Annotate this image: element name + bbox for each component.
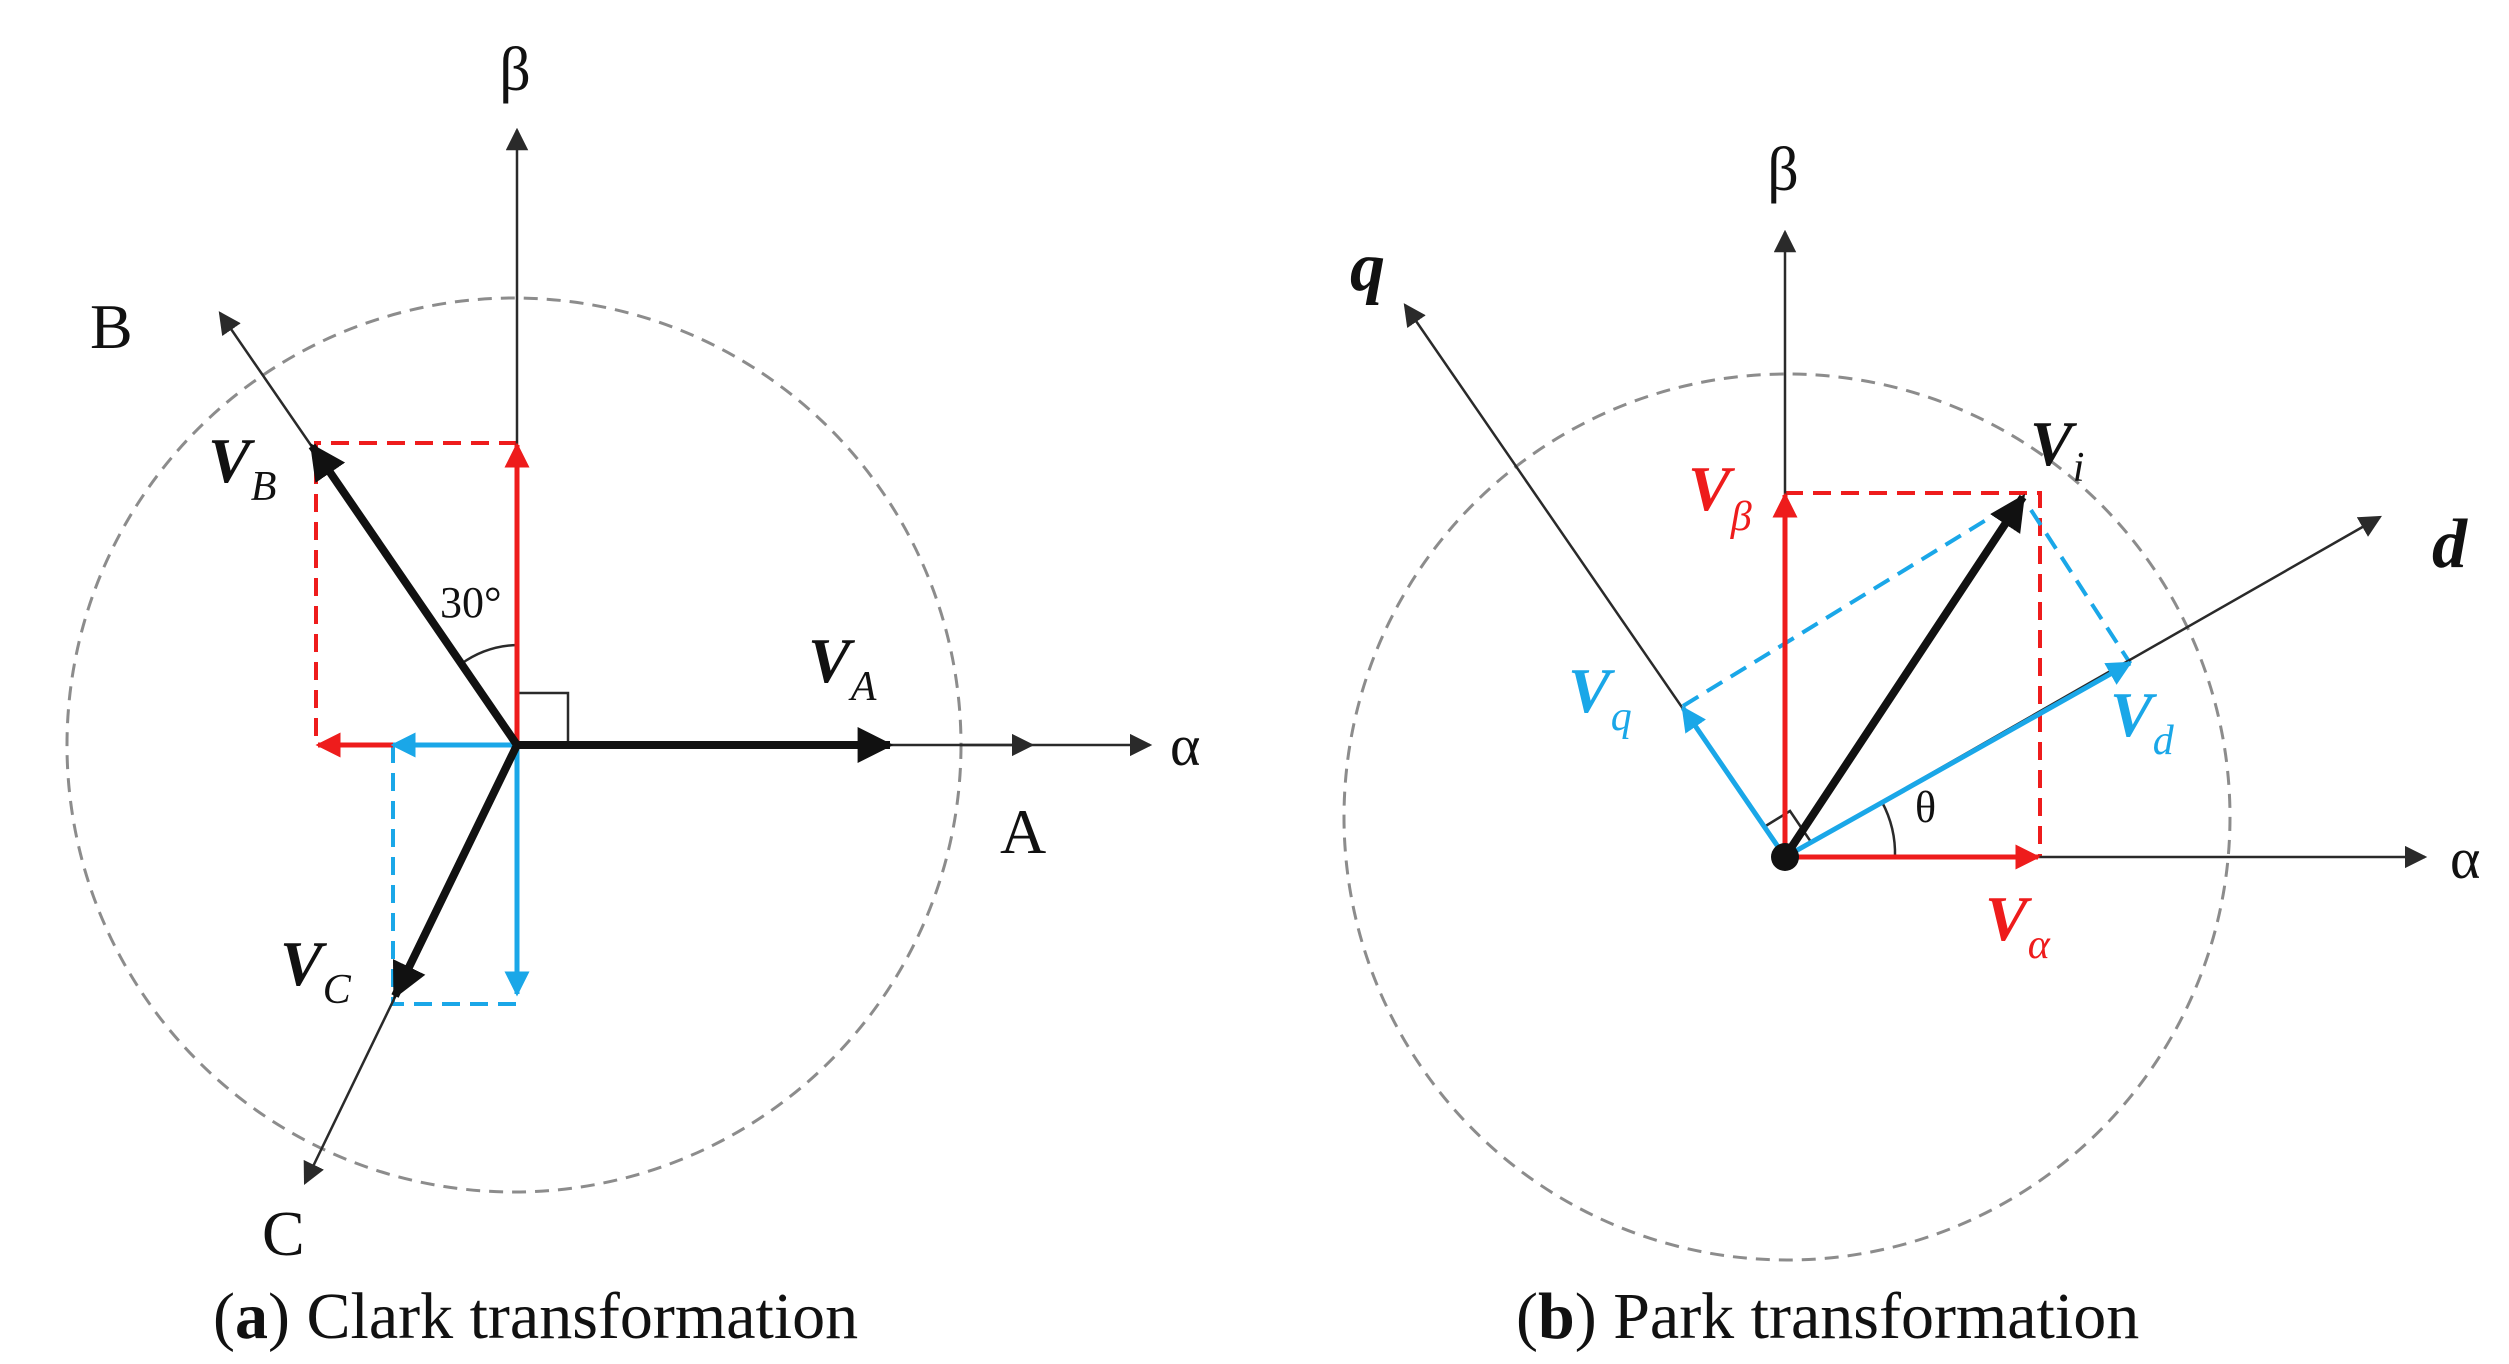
- vector-vc: [391, 743, 521, 1000]
- vq-label: Vq: [1568, 655, 1632, 740]
- angle-arc-30: [460, 643, 518, 666]
- vi-label: Vi: [2030, 408, 2084, 491]
- caption-a: (a) Clark transformation: [213, 1280, 858, 1353]
- panel-a-clark: β α A B C 30° VA VB VC (a) Clark transfo…: [65, 36, 1200, 1353]
- reference-circle-b: [1342, 372, 2232, 1262]
- axis-beta-label-b: β: [1767, 136, 1799, 204]
- angle-30-label: 30°: [440, 578, 502, 627]
- axis-d-label: d: [2432, 506, 2468, 583]
- origin-dot-b: [1771, 843, 1799, 871]
- vector-vi: [1781, 493, 2027, 860]
- vc-label: VC: [280, 928, 352, 1013]
- vbeta-label: Vβ: [1688, 453, 1752, 540]
- right-angle-mark-a: [517, 691, 570, 745]
- axis-alpha-label-a: α: [1170, 713, 1200, 778]
- caption-b: (b) Park transformation: [1516, 1280, 2139, 1353]
- phase-c-label: C: [262, 1198, 305, 1269]
- vq-component: [1680, 705, 1788, 859]
- vd-dashed: [2029, 508, 2132, 665]
- axis-alpha-label-b: α: [2450, 826, 2480, 891]
- vb-projection-dashed: [314, 441, 517, 745]
- valpha-label: Vα: [1985, 883, 2051, 968]
- phase-b-label: B: [90, 291, 133, 362]
- axis-beta-label-a: β: [499, 36, 531, 104]
- axis-q-label: q: [1350, 229, 1385, 306]
- vbeta-valpha-dashed: [1785, 491, 2042, 857]
- vq-dashed: [1681, 499, 2019, 708]
- vd-component: [1783, 660, 2133, 860]
- theta-label: θ: [1915, 783, 1936, 832]
- vd-label: Vd: [2110, 679, 2175, 764]
- va-label: VA: [808, 625, 877, 710]
- vb-label: VB: [208, 425, 276, 510]
- phase-a-label: A: [1000, 796, 1046, 867]
- theta-arc: [1880, 801, 1897, 858]
- vector-vb: [308, 443, 521, 748]
- panel-b-park: β α q d θ Vi Vβ Vα Vq Vd (b) Park transf…: [1342, 136, 2480, 1353]
